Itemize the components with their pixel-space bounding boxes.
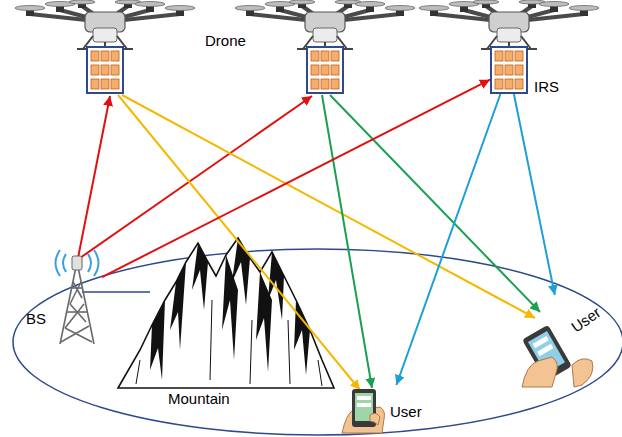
irs-element (515, 79, 523, 89)
drawing-part (63, 254, 66, 272)
green-link (322, 95, 372, 388)
drawing-part (65, 328, 92, 342)
irs-element (495, 79, 503, 89)
red-link (78, 96, 110, 258)
drawing-part (67, 311, 87, 313)
drawing-part (60, 262, 77, 344)
node-label: IRS (534, 78, 559, 95)
user-device: User (512, 295, 617, 390)
signal-link (102, 80, 490, 277)
antenna (72, 256, 82, 270)
irs-panel (87, 47, 123, 93)
signal-paths (78, 95, 540, 390)
panel-frame (491, 47, 527, 93)
thumb (370, 413, 380, 425)
bs-graphic (20, 248, 102, 348)
node-label: BS (26, 310, 46, 327)
drawing-part (65, 304, 84, 328)
drawing-part (70, 282, 81, 304)
red-link (80, 96, 312, 258)
drone-icon (15, 0, 195, 49)
irs-element (505, 79, 513, 89)
screen-item (357, 396, 371, 400)
mountain-illustration (118, 238, 334, 388)
drone-icon (235, 0, 415, 49)
user2-graphic (512, 295, 617, 390)
hand (522, 357, 557, 387)
signal-link (514, 94, 555, 295)
mountain-label: Mountain (168, 390, 230, 407)
tower-lattice (60, 262, 94, 344)
drawing-part (72, 287, 82, 289)
node-label: User (568, 303, 604, 335)
user-device: User (340, 385, 435, 435)
node-label: User (390, 403, 422, 420)
irs-panel (307, 47, 343, 93)
drone-icon (419, 0, 599, 49)
radio-waves (56, 250, 99, 276)
drawing-part (88, 254, 91, 272)
screen-item (537, 344, 553, 356)
drawing-part (61, 326, 89, 342)
irs-panel: IRS (490, 46, 528, 94)
irs-element (515, 51, 523, 61)
ground-link (82, 291, 150, 293)
irs-element (505, 51, 513, 61)
screen-item (357, 403, 371, 407)
irs-element (505, 65, 513, 75)
signal-link (396, 94, 500, 385)
panel-graphic (490, 46, 528, 94)
yellow-link (118, 95, 360, 390)
irs-element (495, 65, 503, 75)
hand (572, 359, 593, 387)
irs-element (515, 65, 523, 75)
drone-label: Drone (205, 32, 246, 49)
base-station: BS (20, 248, 102, 348)
drawing-part (94, 250, 99, 276)
drawing-part (56, 250, 61, 276)
irs-element (495, 51, 503, 61)
